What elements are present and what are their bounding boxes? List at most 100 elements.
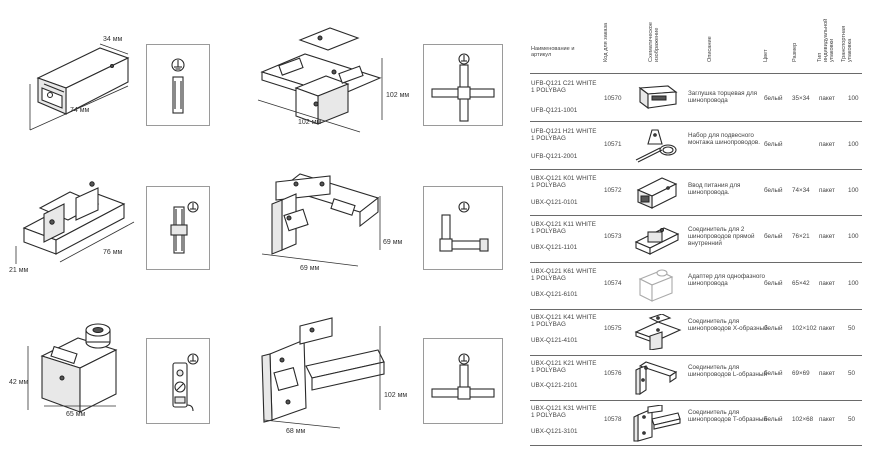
table-row: UBX-Q121 K31 WHITE 1 POLYBAG UBX-Q121-31… — [530, 400, 862, 446]
table-row: UBX-Q121 K41 WHITE 1 POLYBAG UBX-Q121-41… — [530, 309, 862, 354]
row-pack: пакет — [819, 95, 835, 102]
table-row: UBX-Q121 K21 WHITE 1 POLYBAG UBX-Q121-21… — [530, 355, 862, 399]
power-feed-thumbnail-icon — [636, 177, 678, 209]
table-row: UBX-Q121 K01 WHITE 1 POLYBAG UBX-Q121-01… — [530, 169, 862, 214]
suspension-kit-thumbnail-icon — [635, 129, 677, 163]
row-color: белый — [764, 370, 783, 377]
end-cap-drawing — [29, 43, 130, 131]
header-description: Описание — [707, 36, 713, 62]
row-name: UFB-Q121 H21 WHITE 1 POLYBAG — [531, 128, 597, 142]
header-size: Размер — [792, 42, 798, 62]
row-code: 10572 — [604, 187, 622, 194]
row-pack: пакет — [819, 141, 835, 148]
row-description: Набор для подвесного монтажа шинопроводо… — [688, 132, 760, 146]
x-connector-thumbnail-icon — [634, 314, 682, 350]
dim-d4-length: 69 мм — [300, 265, 320, 272]
schematic-x-connector — [423, 44, 503, 126]
row-article: UBX-Q121-3101 — [531, 428, 578, 435]
adapter-drawing — [27, 323, 118, 413]
schematic-end-cap — [146, 44, 210, 126]
row-size: 102×102 — [792, 325, 817, 332]
end-cap-thumbnail-icon — [638, 85, 678, 110]
dim-d5-length: 65 мм — [66, 411, 86, 418]
row-pack: пакет — [819, 233, 835, 240]
header-schematic: Схематическое изображение — [648, 22, 660, 62]
header-name: Наименование и артикул — [531, 46, 575, 59]
header-transport: Транспортная упаковка — [841, 25, 853, 62]
row-code: 10575 — [604, 325, 622, 332]
dim-d1-width: 34 мм — [103, 36, 123, 43]
row-description: Заглушка торцевая для шинопровода — [688, 90, 758, 104]
end-cap-schematic-icon — [171, 58, 185, 114]
row-name: UBX-Q121 K41 WHITE 1 POLYBAG — [531, 314, 597, 328]
row-pack: пакет — [819, 187, 835, 194]
l-connector-thumbnail-icon — [635, 361, 678, 396]
row-name: UBX-Q121 K11 WHITE 1 POLYBAG — [531, 221, 596, 235]
table-row: UFB-Q121 H21 WHITE 1 POLYBAG UFB-Q121-20… — [530, 121, 862, 168]
row-qty: 100 — [848, 187, 859, 194]
l-connector-drawing — [261, 173, 381, 267]
row-article: UBX-Q121-6101 — [531, 291, 578, 298]
schematic-straight-connector — [146, 186, 210, 270]
dim-d6-length: 68 мм — [286, 428, 306, 435]
row-qty: 50 — [848, 370, 856, 377]
row-color: белый — [764, 141, 783, 148]
schematic-l-connector — [423, 186, 503, 270]
dim-d4-height: 69 мм — [383, 239, 403, 246]
row-article: UBX-Q121-4101 — [531, 337, 578, 344]
row-description: Соединитель для шинопроводов T-образный — [688, 409, 767, 423]
row-color: белый — [764, 280, 783, 287]
row-description: Соединитель для 2 шинопроводов прямой вн… — [688, 226, 755, 247]
row-description: Соединитель для шинопроводов X-образный — [688, 318, 768, 332]
header-color: Цвет — [763, 49, 769, 62]
row-article: UFB-Q121-1001 — [531, 107, 578, 114]
header-pack-type: Тип индивидуальной упаковки — [817, 18, 835, 62]
row-size: 65×42 — [792, 280, 810, 287]
t-connector-thumbnail-icon — [633, 405, 681, 442]
t-connector-drawing — [261, 317, 385, 429]
row-pack: пакет — [819, 416, 835, 423]
row-code: 10576 — [604, 370, 622, 377]
dim-d6-height: 102 мм — [384, 392, 407, 399]
l-connector-schematic-icon — [439, 201, 489, 252]
row-color: белый — [764, 416, 783, 423]
t-connector-schematic-icon — [431, 353, 495, 400]
technical-drawings: 34 мм 74 мм 102 мм 102 мм 21 мм 76 мм — [9, 27, 409, 435]
product-table: Наименование и артикул Код для заказа Сх… — [530, 0, 891, 460]
row-article: UBX-Q121-0101 — [531, 199, 578, 206]
row-name: UBX-Q121 K61 WHITE 1 POLYBAG — [531, 268, 597, 282]
dim-d5-height: 42 мм — [9, 379, 29, 386]
row-size: 35×34 — [792, 95, 810, 102]
row-description: Соединитель для шинопроводов L-образный — [688, 364, 767, 378]
row-article: UFB-Q121-2001 — [531, 153, 578, 160]
dim-d3-length: 76 мм — [103, 249, 123, 256]
schematic-t-connector — [423, 338, 503, 424]
row-size: 74×34 — [792, 187, 810, 194]
row-article: UBX-Q121-1101 — [531, 244, 578, 251]
adapter-schematic-icon — [172, 353, 199, 412]
row-qty: 100 — [848, 233, 859, 240]
x-connector-schematic-icon — [431, 53, 495, 122]
row-size: 76×21 — [792, 233, 810, 240]
row-code: 10571 — [604, 141, 622, 148]
dim-d1-length: 74 мм — [70, 107, 90, 114]
table-row: UBX-Q121 K11 WHITE 1 POLYBAG UBX-Q121-11… — [530, 215, 862, 261]
table-row: UFB-Q121 C21 WHITE 1 POLYBAG UFB-Q121-10… — [530, 73, 862, 120]
row-size: 69×69 — [792, 370, 810, 377]
row-qty: 50 — [848, 325, 856, 332]
row-qty: 100 — [848, 280, 859, 287]
x-connector-drawing — [257, 27, 383, 133]
row-qty: 100 — [848, 95, 859, 102]
row-color: белый — [764, 187, 783, 194]
row-color: белый — [764, 325, 783, 332]
row-description: Адаптер для однофазного шинопровода — [688, 273, 766, 287]
straight-connector-schematic-icon — [170, 201, 199, 254]
row-qty: 50 — [848, 416, 856, 423]
row-article: UBX-Q121-2101 — [531, 382, 578, 389]
row-description: Ввод питания для шинопровода. — [688, 182, 741, 196]
row-code: 10570 — [604, 95, 622, 102]
row-color: белый — [764, 233, 783, 240]
straight-connector-thumbnail-icon — [634, 227, 680, 255]
row-code: 10573 — [604, 233, 622, 240]
straight-connector-drawing — [15, 181, 135, 264]
